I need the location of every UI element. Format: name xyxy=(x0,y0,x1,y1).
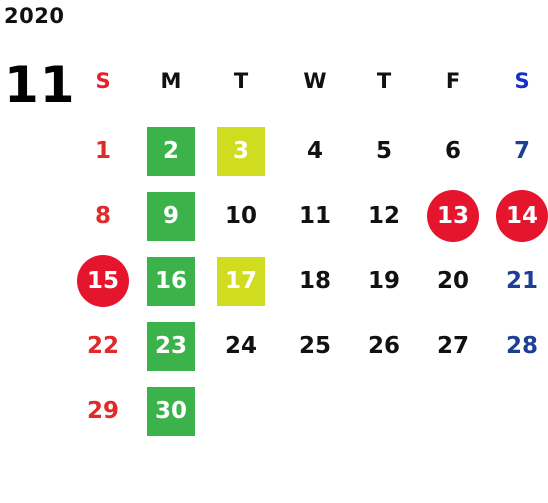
green-day-marker: 30 xyxy=(147,386,195,436)
day-cell[interactable]: 18 xyxy=(285,258,345,304)
day-cell[interactable]: 25 xyxy=(285,323,345,369)
green-day-marker: 16 xyxy=(147,256,195,306)
day-cell[interactable]: 2 xyxy=(141,126,201,176)
weekday-header: S xyxy=(514,68,530,93)
day-cell[interactable]: 16 xyxy=(141,256,201,306)
day-cell[interactable]: 27 xyxy=(423,323,483,369)
day-cell[interactable]: 1 xyxy=(73,128,133,174)
day-cell[interactable]: 28 xyxy=(492,323,548,369)
month-label: 11 xyxy=(4,56,76,114)
green-day-marker: 2 xyxy=(147,126,195,176)
day-cell[interactable]: 4 xyxy=(285,128,345,174)
weekday-header: F xyxy=(445,68,461,93)
day-number: 5 xyxy=(375,137,392,164)
day-number: 12 xyxy=(367,202,400,229)
day-number: 20 xyxy=(436,267,469,294)
red-day-marker: 13 xyxy=(427,190,479,242)
day-number: 22 xyxy=(86,332,119,359)
day-number: 18 xyxy=(298,267,331,294)
weekday-header: T xyxy=(376,68,392,93)
day-number: 1 xyxy=(94,137,111,164)
day-cell[interactable]: 12 xyxy=(354,193,414,239)
day-number: 19 xyxy=(367,267,400,294)
weekday-header: T xyxy=(233,68,249,93)
day-number: 28 xyxy=(505,332,538,359)
red-day-marker: 14 xyxy=(496,190,548,242)
day-cell[interactable]: 3 xyxy=(211,126,271,176)
day-number: 25 xyxy=(298,332,331,359)
day-cell[interactable]: 11 xyxy=(285,193,345,239)
day-number: 8 xyxy=(94,202,111,229)
yellow-day-marker: 3 xyxy=(217,126,265,176)
day-cell[interactable]: 10 xyxy=(211,193,271,239)
day-cell[interactable]: 6 xyxy=(423,128,483,174)
day-number: 4 xyxy=(306,137,323,164)
day-cell[interactable]: 24 xyxy=(211,323,271,369)
weekday-header: S xyxy=(95,68,111,93)
day-cell[interactable]: 26 xyxy=(354,323,414,369)
yellow-day-marker: 17 xyxy=(217,256,265,306)
day-number: 27 xyxy=(436,332,469,359)
day-cell[interactable]: 20 xyxy=(423,258,483,304)
day-number: 21 xyxy=(505,267,538,294)
day-cell[interactable]: 5 xyxy=(354,128,414,174)
red-day-marker: 15 xyxy=(77,255,129,307)
day-number: 6 xyxy=(444,137,461,164)
day-cell[interactable]: 29 xyxy=(73,388,133,434)
day-cell[interactable]: 14 xyxy=(492,190,548,242)
green-day-marker: 23 xyxy=(147,321,195,371)
day-cell[interactable]: 13 xyxy=(423,190,483,242)
day-cell[interactable]: 23 xyxy=(141,321,201,371)
weekday-header: M xyxy=(160,68,182,93)
day-cell[interactable]: 15 xyxy=(73,255,133,307)
day-number: 26 xyxy=(367,332,400,359)
day-cell[interactable]: 7 xyxy=(492,128,548,174)
day-cell[interactable]: 19 xyxy=(354,258,414,304)
day-number: 24 xyxy=(224,332,257,359)
day-cell[interactable]: 8 xyxy=(73,193,133,239)
day-number: 11 xyxy=(298,202,331,229)
day-cell[interactable]: 17 xyxy=(211,256,271,306)
day-cell[interactable]: 9 xyxy=(141,191,201,241)
green-day-marker: 9 xyxy=(147,191,195,241)
year-label: 2020 xyxy=(4,4,65,28)
day-cell[interactable]: 21 xyxy=(492,258,548,304)
day-number: 7 xyxy=(513,137,530,164)
weekday-header: W xyxy=(303,68,327,93)
day-cell[interactable]: 30 xyxy=(141,386,201,436)
day-number: 10 xyxy=(224,202,257,229)
day-cell[interactable]: 22 xyxy=(73,323,133,369)
day-number: 29 xyxy=(86,397,119,424)
